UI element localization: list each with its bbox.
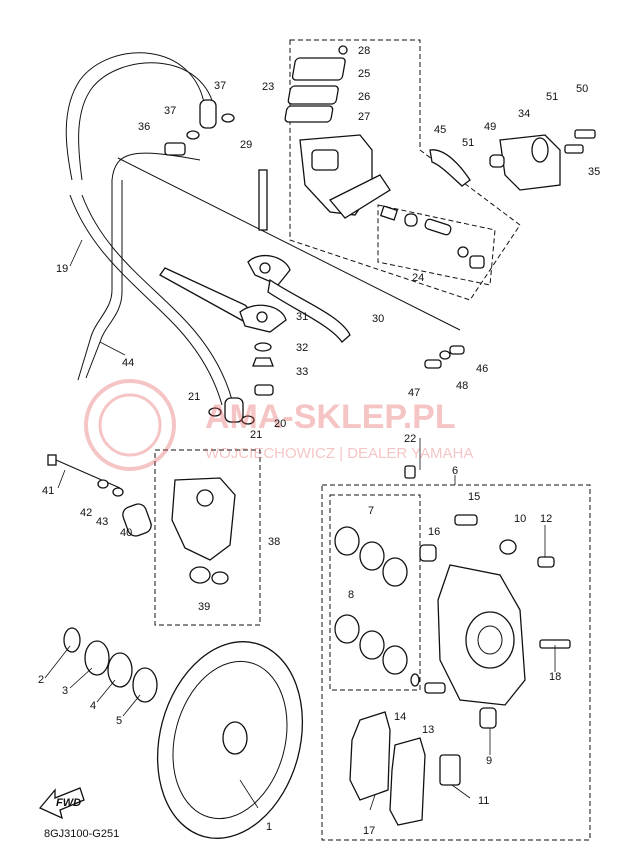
callout-number: 7: [368, 505, 374, 517]
brake-disc: [156, 641, 304, 839]
watermark-brand: AMA-SKLEP.PL: [205, 398, 456, 436]
callout-number: 22: [404, 433, 416, 445]
caliper-bracket-assembly: [47, 454, 236, 585]
switch-bracket-parts: [429, 129, 596, 191]
callout-number: 18: [549, 671, 561, 683]
callout-number: 4: [90, 700, 96, 712]
callout-number: 13: [422, 724, 434, 736]
callout-number: 8: [348, 589, 354, 601]
callout-number: 9: [486, 755, 492, 767]
callout-number: 26: [358, 91, 370, 103]
callout-number: 45: [434, 124, 446, 136]
callout-number: 14: [394, 711, 406, 723]
master-cylinder: [299, 134, 391, 219]
callout-number: 47: [408, 387, 420, 399]
callout-number: 16: [428, 526, 440, 538]
banjo-bolts-lower: [208, 384, 274, 425]
callout-number: 35: [588, 166, 600, 178]
callout-number: 48: [456, 380, 468, 392]
brake-pads: [349, 711, 426, 826]
caliper-pistons-and-seals: [334, 526, 408, 675]
callout-number: 42: [80, 507, 92, 519]
callout-number: 6: [452, 465, 458, 477]
callout-number: 24: [412, 272, 424, 284]
callout-number: 2: [38, 674, 44, 686]
callout-number: 31: [296, 311, 308, 323]
callout-number: 5: [116, 715, 122, 727]
callout-number: 1: [266, 821, 272, 833]
callout-number: 25: [358, 68, 370, 80]
banjo-bolts-upper: [164, 99, 235, 156]
brake-hose: [65, 52, 233, 406]
brake-cable: [117, 157, 461, 331]
callout-number: 37: [164, 105, 176, 117]
callout-number: 17: [363, 825, 375, 837]
callout-number: 10: [514, 513, 526, 525]
callout-number: 15: [468, 491, 480, 503]
fwd-label: FWD: [56, 797, 81, 809]
callout-number: 29: [240, 139, 252, 151]
callout-number: 50: [576, 83, 588, 95]
reservoir-cap-parts: [284, 45, 348, 123]
watermark-logo-icon: [84, 379, 176, 471]
callout-number: 19: [56, 263, 68, 275]
leader-lines: [44, 239, 556, 811]
piston-kit-group-box: [377, 204, 496, 286]
callout-number: 32: [296, 342, 308, 354]
brake-lever-assembly: [159, 254, 351, 343]
callout-number: 21: [188, 391, 200, 403]
brake-caliper-group-box: [321, 484, 591, 841]
callout-number: 30: [372, 313, 384, 325]
callout-number: 27: [358, 111, 370, 123]
master-cylinder-group-box: [289, 39, 521, 301]
callout-number: 51: [462, 137, 474, 149]
callout-labels: 1 2 3 4 5 6 7 8 9 10 11 12 13 14 15 16 1…: [38, 45, 600, 837]
brake-caliper-body: [437, 564, 526, 706]
callout-number: 38: [268, 536, 280, 548]
callout-number: 41: [42, 485, 54, 497]
dealer-watermark: AMA-SKLEP.PL WOJCIECHOWICZ | DEALER YAMA…: [84, 379, 473, 471]
callout-number: 51: [546, 91, 558, 103]
callout-number: 49: [484, 121, 496, 133]
callout-number: 34: [518, 108, 530, 120]
caliper-small-parts: [404, 465, 571, 786]
hub-washers: [63, 627, 158, 703]
callout-number: 20: [274, 418, 286, 430]
caliper-assembly-group-box: [154, 449, 261, 626]
callout-number: 33: [296, 366, 308, 378]
callout-number: 46: [476, 363, 488, 375]
watermark-tagline: WOJCIECHOWICZ | DEALER YAMAHA: [205, 445, 473, 462]
callout-number: 40: [120, 527, 132, 539]
callout-number: 21: [250, 429, 262, 441]
callout-number: 11: [478, 795, 489, 807]
callout-number: 12: [540, 513, 552, 525]
callout-number: 23: [262, 81, 274, 93]
forward-direction-arrow: FWD: [38, 787, 85, 820]
callout-number: 37: [214, 80, 226, 92]
callout-number: 44: [122, 357, 134, 369]
callout-number: 3: [62, 685, 68, 697]
lever-fasteners: [252, 169, 274, 367]
callout-number: 39: [198, 601, 210, 613]
callout-number: 36: [138, 121, 150, 133]
pad-group-box: [329, 494, 421, 691]
piston-kit-parts: [379, 205, 485, 269]
callout-number: 28: [358, 45, 370, 57]
diagram-code: 8GJ3100-G251: [44, 828, 119, 840]
cable-end-parts: [424, 345, 465, 369]
callout-number: 43: [96, 516, 108, 528]
